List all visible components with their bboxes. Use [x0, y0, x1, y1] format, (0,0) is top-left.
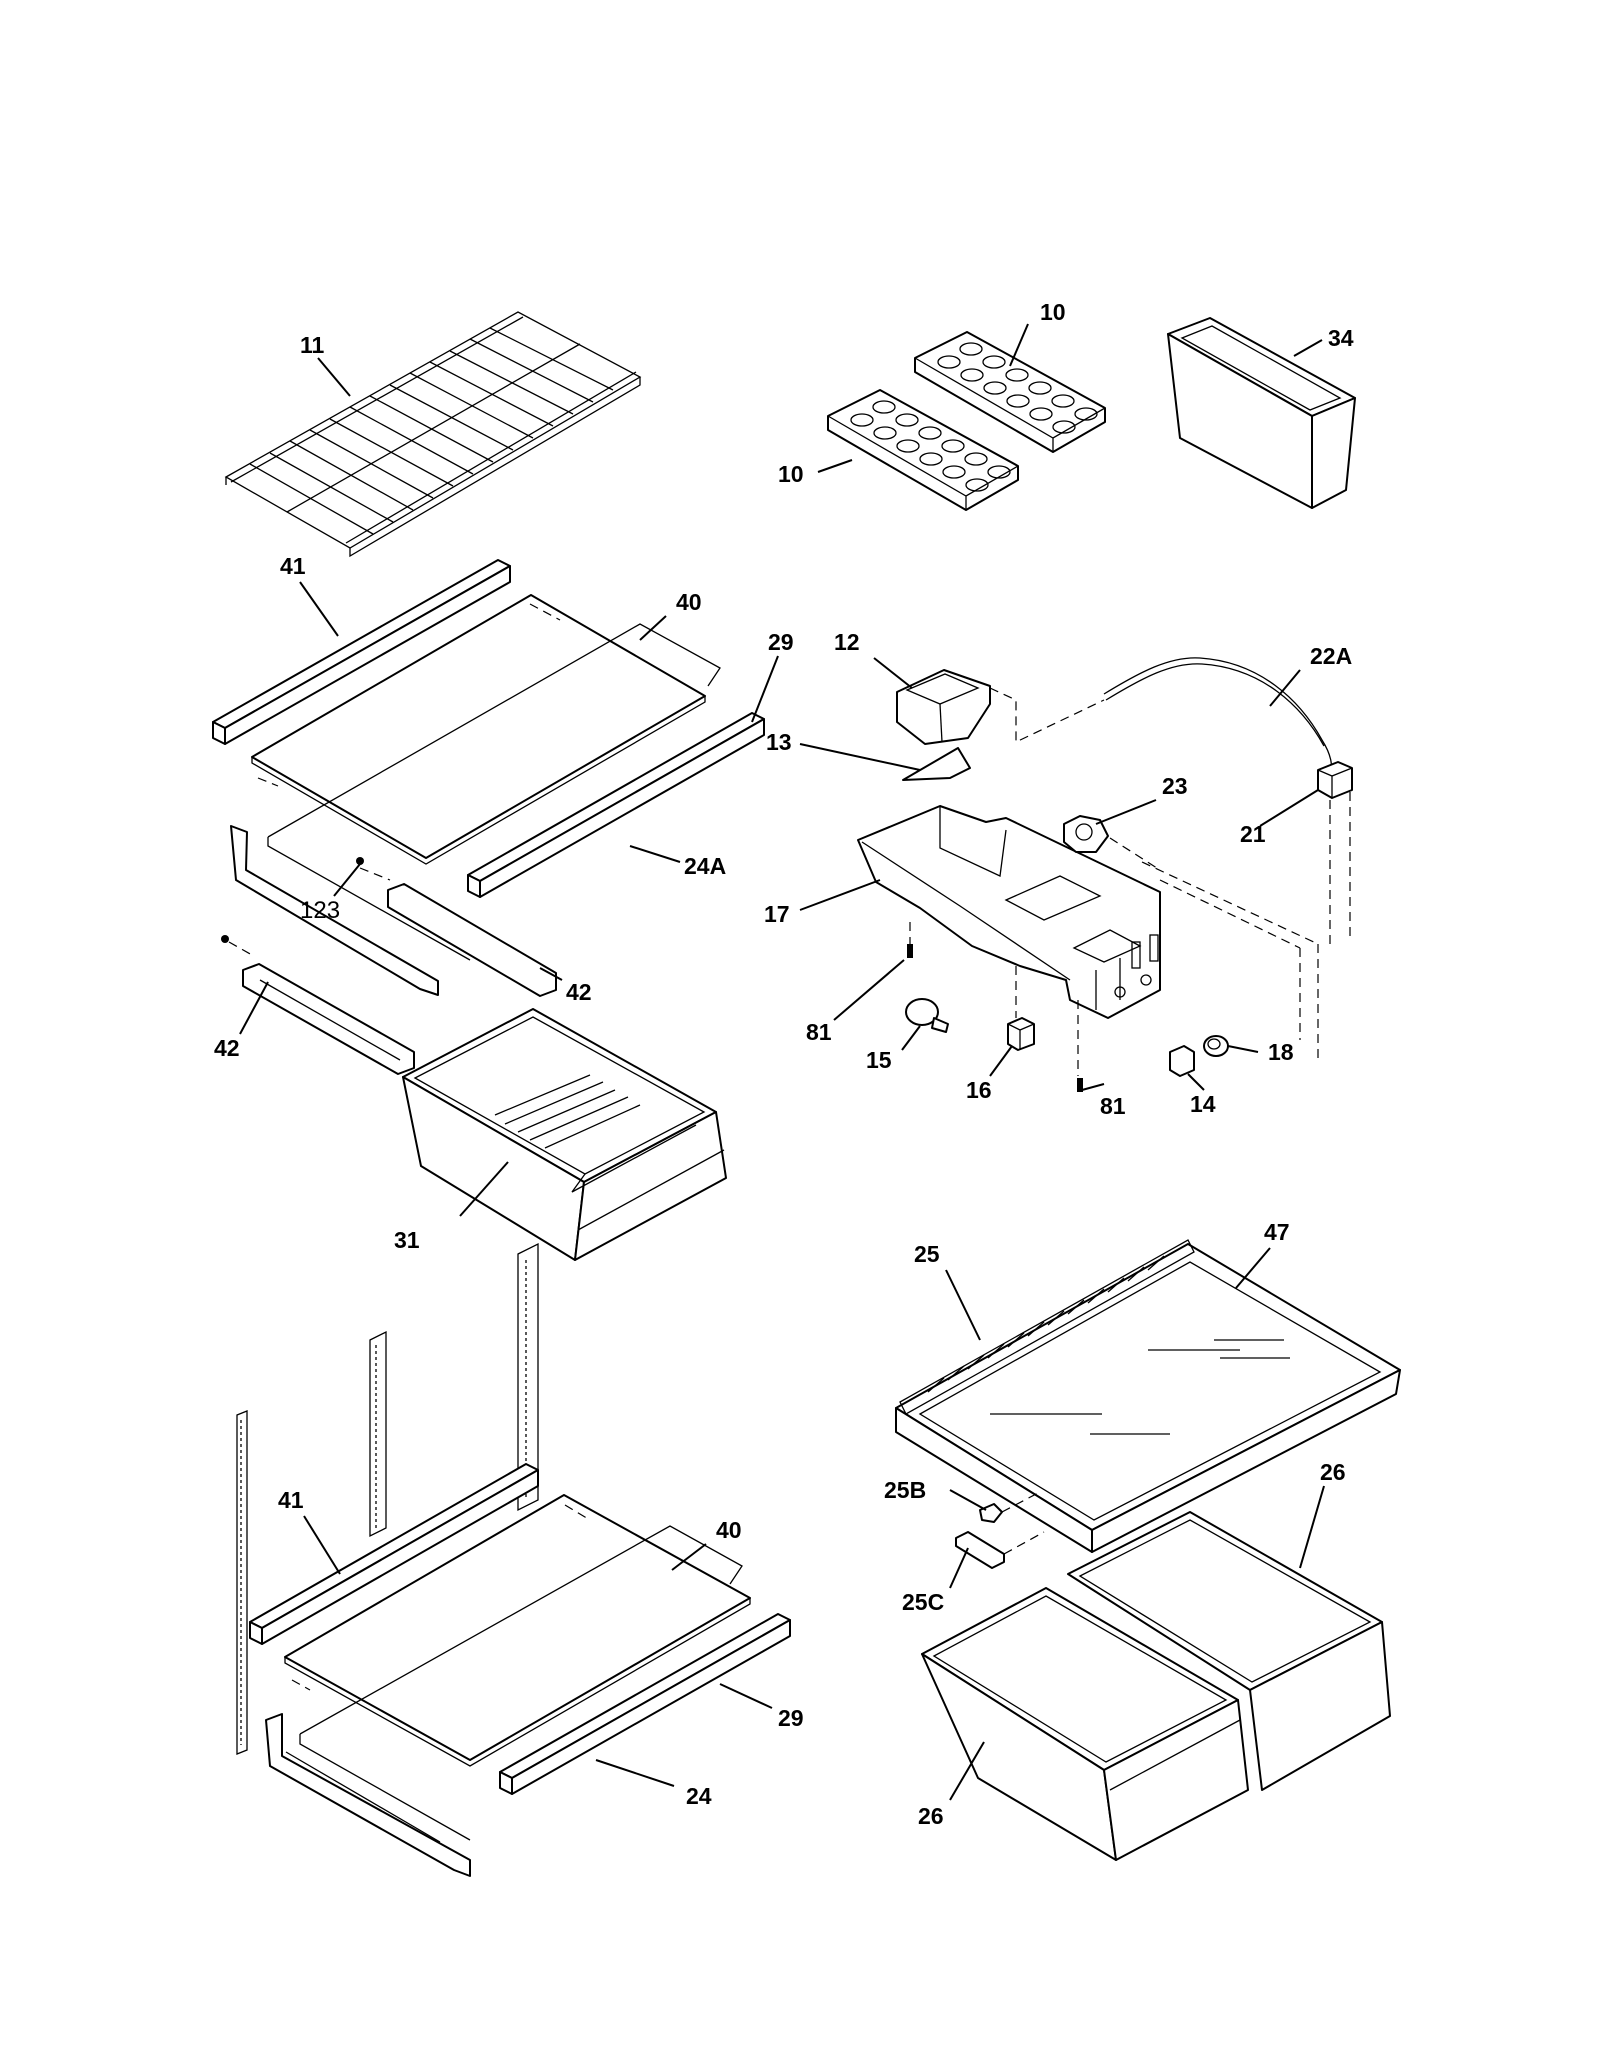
label-part-42-left: 42 [214, 1035, 240, 1061]
shelf-trim-part-29-lower [499, 1613, 791, 1795]
screws-part-81 [907, 944, 1083, 1092]
connector-part-21 [1317, 761, 1353, 799]
crisper-drawer-part-26-front [921, 1587, 1249, 1861]
shelf-frame-part-24 [265, 1525, 743, 1877]
cabinet-rail-middle [369, 1330, 387, 1538]
cover-dashed-guides [1001, 1491, 1045, 1555]
upper-shelf-dashed-guides [228, 603, 561, 956]
cabinet-rail-left [236, 1410, 248, 1755]
label-part-26-front: 26 [918, 1803, 944, 1829]
label-part-40-lower: 40 [716, 1517, 742, 1543]
label-part-18: 18 [1268, 1039, 1294, 1065]
crisper-drawer-part-26-back [1067, 1511, 1391, 1791]
shelf-trim-part-29-upper [467, 712, 765, 898]
label-part-47: 47 [1264, 1219, 1290, 1245]
label-part-10-front: 10 [778, 461, 804, 487]
light-socket-part-16 [1007, 1017, 1035, 1051]
label-part-25: 25 [914, 1241, 940, 1267]
thermostat-part-18 [1203, 1035, 1229, 1057]
storage-bin-part-34 [1167, 317, 1356, 509]
ice-bucket-part-12 [896, 669, 991, 745]
label-part-81-left: 81 [806, 1019, 832, 1045]
ice-tray-part-10-back [914, 331, 1106, 453]
shelf-frame-part-24A [230, 623, 721, 997]
label-part-24: 24 [686, 1783, 712, 1809]
label-part-23: 23 [1162, 773, 1188, 799]
label-part-81-right: 81 [1100, 1093, 1126, 1119]
label-part-13: 13 [766, 729, 792, 755]
ice-maker-housing-part-17 [857, 805, 1161, 1019]
part-number-labels: 11 10 10 34 41 40 29 24A 123 42 42 31 12… [214, 299, 1354, 1829]
bulb-part-15 [905, 998, 949, 1033]
glass-shelf-part-40-lower [284, 1494, 751, 1767]
ice-maker-dashed-guides [909, 687, 1351, 1076]
label-part-29-upper: 29 [768, 629, 794, 655]
wire-harness-part-22A [1103, 657, 1333, 781]
label-part-12: 12 [834, 629, 860, 655]
shelf-trim-part-41-upper [212, 559, 511, 745]
label-part-29-lower: 29 [778, 1705, 804, 1731]
crisper-cover-part-47 [895, 1243, 1401, 1553]
crisper-pan-part-31 [402, 1008, 727, 1261]
motor-part-23 [1063, 815, 1109, 853]
label-part-41-lower: 41 [278, 1487, 304, 1513]
ice-tray-part-10-front [827, 389, 1019, 511]
cabinet-rail-right [517, 1242, 539, 1512]
label-part-14: 14 [1190, 1091, 1216, 1117]
shelf-support-bracket-part-42 [242, 963, 415, 1075]
label-part-24A: 24A [684, 853, 726, 879]
label-part-40-upper: 40 [676, 589, 702, 615]
label-part-15: 15 [866, 1047, 892, 1073]
screw-part-123 [221, 857, 364, 943]
label-part-41-upper: 41 [280, 553, 306, 579]
leader-lines [239, 323, 1325, 1801]
lower-shelf-dashed-guides [291, 1504, 591, 1691]
label-part-123: 123 [300, 897, 340, 924]
cover-clip-part-25B [979, 1503, 1003, 1523]
label-part-25B: 25B [884, 1477, 926, 1503]
shelf-trim-part-41-lower [249, 1463, 539, 1645]
glass-shelf-part-40-upper [251, 594, 706, 865]
label-part-22A: 22A [1310, 643, 1352, 669]
switch-part-14 [1169, 1045, 1195, 1077]
label-part-34: 34 [1328, 325, 1354, 351]
crisper-cover-vent-part-25 [899, 1239, 1195, 1415]
label-part-21: 21 [1240, 821, 1266, 847]
label-part-31: 31 [394, 1227, 420, 1253]
label-part-16: 16 [966, 1077, 992, 1103]
cover-bracket-part-25C [955, 1531, 1005, 1569]
label-part-42-right: 42 [566, 979, 592, 1005]
ice-chute-part-13 [902, 747, 971, 781]
wire-shelf-part-11 [224, 311, 642, 558]
label-part-11: 11 [300, 332, 325, 358]
label-part-17: 17 [764, 901, 790, 927]
label-part-26-back: 26 [1320, 1459, 1346, 1485]
label-part-10-back: 10 [1040, 299, 1066, 325]
label-part-25C: 25C [902, 1589, 944, 1615]
